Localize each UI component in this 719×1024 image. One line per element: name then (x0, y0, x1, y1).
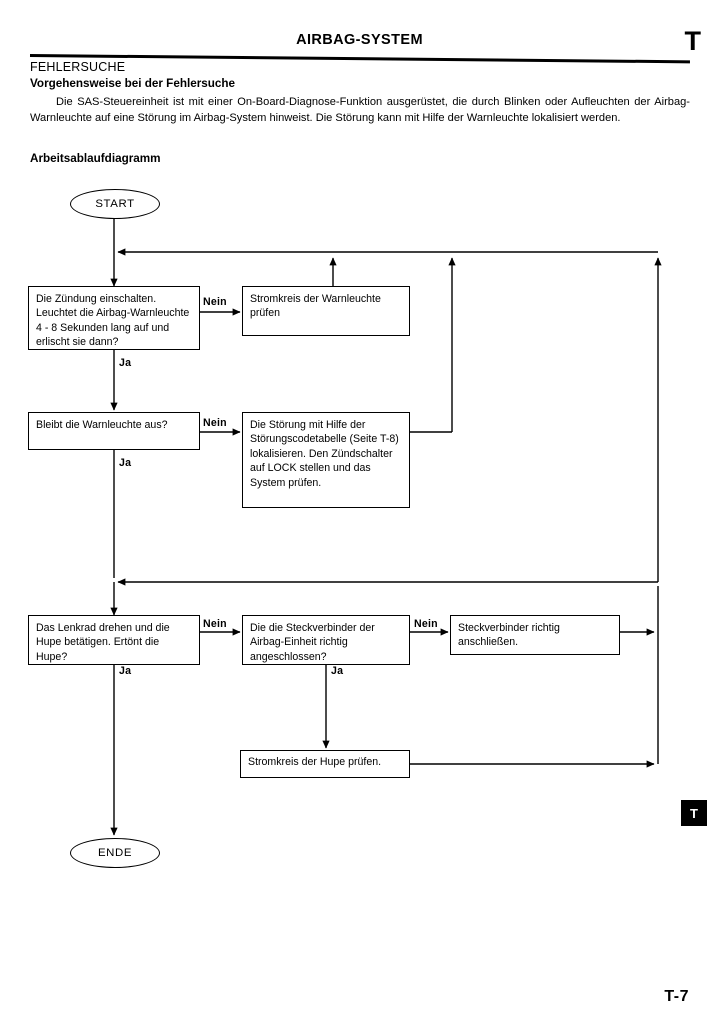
edge-label-nein-4: Nein (414, 618, 438, 630)
flow-node-q1: Die Zündung einschalten. Leuchtet die Ai… (28, 286, 200, 350)
header-section-letter: T (684, 26, 702, 56)
section-tab-letter: T (690, 805, 698, 821)
page-title: AIRBAG-SYSTEM (296, 32, 423, 48)
page-number: T-7 (664, 988, 689, 1005)
edge-label-nein-3: Nein (203, 618, 227, 630)
flow-node-a1: Stromkreis der Warnleuchte prüfen (242, 286, 410, 336)
flow-start-label: START (95, 198, 135, 210)
flow-end-label: ENDE (97, 847, 133, 859)
flow-node-a5: Stromkreis der Hupe prüfen. (240, 750, 410, 778)
edge-label-ja-1: Ja (119, 357, 132, 369)
edge-label-nein-1: Nein (203, 296, 227, 308)
edge-label-ja-2: Ja (119, 457, 132, 469)
flow-start-node: START (70, 189, 160, 219)
edge-label-ja-4: Ja (331, 665, 344, 677)
flow-node-a2: Die Störung mit Hilfe der Störungscodeta… (242, 412, 410, 508)
flow-end-node: ENDE (70, 838, 160, 868)
edge-label-nein-2: Nein (203, 417, 227, 429)
intro-paragraph: Die SAS-Steuereinheit ist mit einer On-B… (30, 96, 690, 124)
diagram-heading: Arbeitsablaufdiagramm (30, 152, 161, 165)
subsection-heading: Vorgehensweise bei der Fehlersuche (30, 77, 236, 90)
flow-node-q2: Bleibt die Warnleuchte aus? (28, 412, 200, 450)
section-heading: FEHLERSUCHE (30, 60, 126, 74)
flow-node-q4: Die die Steckverbinder der Airbag-Einhei… (242, 615, 410, 665)
edge-label-ja-3: Ja (119, 665, 132, 677)
flow-node-a4: Steckverbinder richtig anschließen. (450, 615, 620, 655)
section-tab-marker: T (681, 800, 707, 826)
flow-node-q3: Das Lenkrad drehen und die Hupe betätige… (28, 615, 200, 665)
